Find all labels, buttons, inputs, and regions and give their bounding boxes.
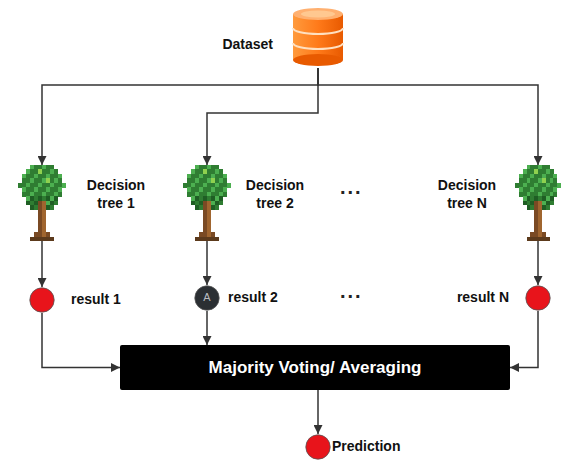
node-label: Dataset xyxy=(222,36,273,54)
result-circle xyxy=(29,287,55,313)
database-icon: Dataset xyxy=(291,6,345,68)
tree-icon xyxy=(183,165,231,241)
connector-arrow xyxy=(537,241,539,285)
result-circle: result N xyxy=(525,285,551,311)
connector-arrow xyxy=(42,68,318,165)
ellipsis-label: ... xyxy=(340,176,363,199)
connector-arrow xyxy=(510,311,538,368)
node-label: result N xyxy=(457,289,509,307)
result-circle: Aresult 2 xyxy=(194,285,220,311)
node-label: Decision tree 2 xyxy=(237,177,313,212)
prediction-circle xyxy=(305,434,331,460)
node-label: Decision tree N xyxy=(429,177,505,212)
result-circle: result 1 xyxy=(29,287,55,313)
connector-arrow xyxy=(206,311,208,345)
tree-icon: Decision tree N xyxy=(515,165,561,241)
connector-arrow xyxy=(317,390,319,434)
node-text: Majority Voting/ Averaging xyxy=(209,357,422,378)
connector-arrow xyxy=(207,68,318,165)
prediction-circle: Prediction xyxy=(305,434,331,460)
database-icon xyxy=(291,6,345,68)
node-label: Decision tree 1 xyxy=(78,177,154,212)
node-label: Prediction xyxy=(332,438,400,456)
connector-arrow xyxy=(41,241,43,287)
connector-arrow xyxy=(206,241,208,285)
connector-arrow xyxy=(318,68,538,165)
voting-box: Majority Voting/ Averaging xyxy=(120,345,510,390)
result-circle xyxy=(525,285,551,311)
tree-icon xyxy=(515,165,561,241)
tree-icon xyxy=(18,165,66,241)
tree-icon: Decision tree 2 xyxy=(183,165,231,241)
node-text: A xyxy=(203,291,210,305)
connector-arrow xyxy=(42,313,120,368)
node-label: result 1 xyxy=(71,291,121,309)
node-label: result 2 xyxy=(228,289,278,307)
ellipsis-label: ... xyxy=(340,280,363,303)
tree-icon: Decision tree 1 xyxy=(18,165,66,241)
